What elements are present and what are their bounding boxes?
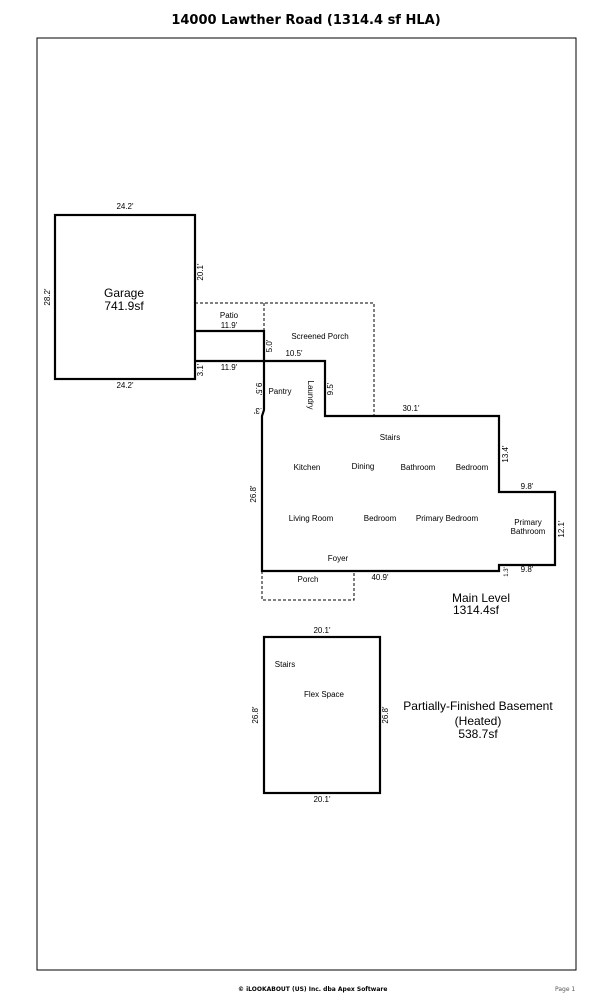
- dim-right-upper: 13.4': [501, 445, 510, 463]
- room-kitchen: Kitchen: [294, 463, 321, 472]
- room-stairs: Stairs: [380, 433, 400, 442]
- garage-dim-bottom: 24.2': [116, 381, 134, 390]
- dim-bath-top: 9.8': [521, 482, 534, 491]
- basement-sublabel: (Heated): [455, 714, 502, 728]
- basement-area: 538.7sf: [458, 727, 498, 741]
- basement-room-stairs: Stairs: [275, 660, 295, 669]
- room-bedroom: Bedroom: [456, 463, 489, 472]
- dim-patio-width: 11.9': [221, 321, 238, 330]
- garage-dim-right-lower: 3.1': [196, 363, 205, 376]
- room-porch: Porch: [298, 575, 319, 584]
- dim-top: 30.1': [402, 404, 420, 413]
- dim-connector-width: 11.9': [221, 363, 238, 372]
- garage-dim-right-upper: 20.1': [196, 263, 205, 281]
- basement-label: Partially-Finished Basement: [403, 699, 553, 713]
- basement-dim-left: 26.8': [251, 706, 260, 724]
- page-number: Page 1: [555, 986, 576, 993]
- room-bathroom: Bathroom: [401, 463, 436, 472]
- dim-connector-height: 5.0': [265, 339, 274, 352]
- dim-pantry-height: 9.5': [254, 383, 263, 396]
- page-border: [36, 37, 577, 971]
- dim-bath-jog: 1.3': [504, 567, 510, 577]
- room-screened-porch: Screened Porch: [291, 332, 348, 341]
- room-living-room: Living Room: [289, 514, 334, 523]
- page-title: 14000 Lawther Road (1314.4 sf HLA): [171, 13, 441, 28]
- dim-jog: .3': [253, 406, 262, 415]
- room-laundry: Laundry: [306, 381, 315, 410]
- garage-dim-top: 24.2': [116, 202, 134, 211]
- main-level-outline: [195, 329, 557, 573]
- room-patio: Patio: [220, 311, 239, 320]
- garage-area: 741.9sf: [104, 299, 144, 313]
- dim-left: 26.8': [249, 485, 258, 503]
- room-bedroom-2: Bedroom: [364, 514, 397, 523]
- room-primary-bedroom: Primary Bedroom: [416, 514, 479, 523]
- main-level-label: Main Level: [452, 591, 510, 605]
- dim-laundry-top: 10.5': [285, 349, 303, 358]
- porch-outline: [261, 571, 355, 601]
- basement-dim-bottom: 20.1': [313, 795, 331, 804]
- dim-bath-bottom: 9.8': [521, 565, 534, 574]
- main-level-area: 1314.4sf: [453, 603, 500, 617]
- basement-room-flex-space: Flex Space: [304, 690, 345, 699]
- copyright-footer: © iLOOKABOUT (US) Inc. dba Apex Software: [238, 986, 388, 993]
- room-primary-bathroom-line1: Primary: [514, 518, 542, 527]
- dim-bath-right: 12.1': [557, 520, 566, 538]
- garage-outline: [53, 213, 197, 381]
- garage-dim-left: 28.2': [43, 288, 52, 306]
- room-dining: Dining: [352, 462, 375, 471]
- dim-laundry-height: 9.5': [326, 382, 335, 395]
- basement-outline: [262, 635, 382, 795]
- walls: [53, 213, 557, 795]
- basement-dim-top: 20.1': [313, 626, 331, 635]
- dashed-outlines: [195, 302, 375, 601]
- basement-dim-right: 26.8': [381, 706, 390, 724]
- dim-bottom: 40.9': [371, 573, 389, 582]
- room-primary-bathroom-line2: Bathroom: [511, 527, 546, 536]
- room-pantry: Pantry: [268, 387, 291, 396]
- garage-label: Garage: [104, 286, 144, 300]
- room-foyer: Foyer: [328, 554, 349, 563]
